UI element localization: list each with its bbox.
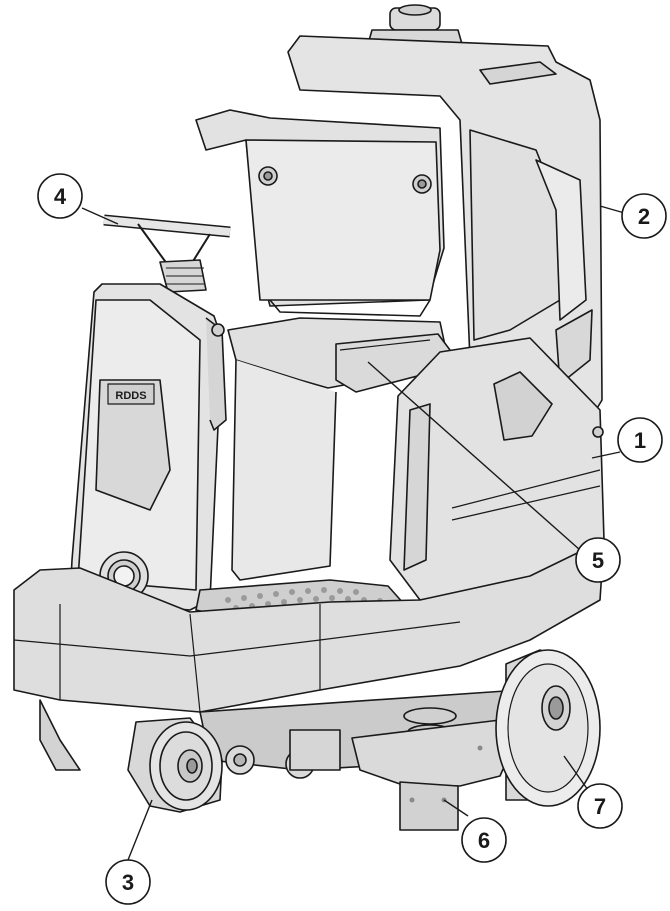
callout-2: 2 [621,193,667,239]
callout-3: 3 [105,859,151,905]
steering-handlebar [103,214,231,293]
tank-cap [367,4,463,45]
brush-deck [351,719,517,831]
callout-3-label: 3 [122,870,134,895]
solution-tank-panel [469,129,593,385]
callout-4: 4 [37,173,83,219]
leader-line-6 [443,799,469,817]
callout-7: 7 [577,783,623,829]
callout-7-label: 7 [594,794,606,819]
callout-5: 5 [575,537,621,583]
rear-wheel [495,649,601,807]
console-badge: RDDS [115,390,146,402]
front-console: RDDS [69,283,227,611]
leader-line-1 [591,451,621,459]
callout-5-label: 5 [592,548,604,573]
callout-1: 1 [617,417,663,463]
leader-line-5 [367,361,581,551]
seat-back [195,109,445,317]
callout-4-label: 4 [54,184,67,209]
callout-1-label: 1 [634,428,646,453]
callout-2-label: 2 [638,204,650,229]
callout-6-label: 6 [478,828,490,853]
callout-6: 6 [461,817,507,863]
leader-line-7 [563,755,589,791]
rear-body-side-panel [389,337,605,601]
leader-line-3 [127,799,153,861]
front-wheel [127,717,223,813]
leader-line-4 [81,207,119,225]
